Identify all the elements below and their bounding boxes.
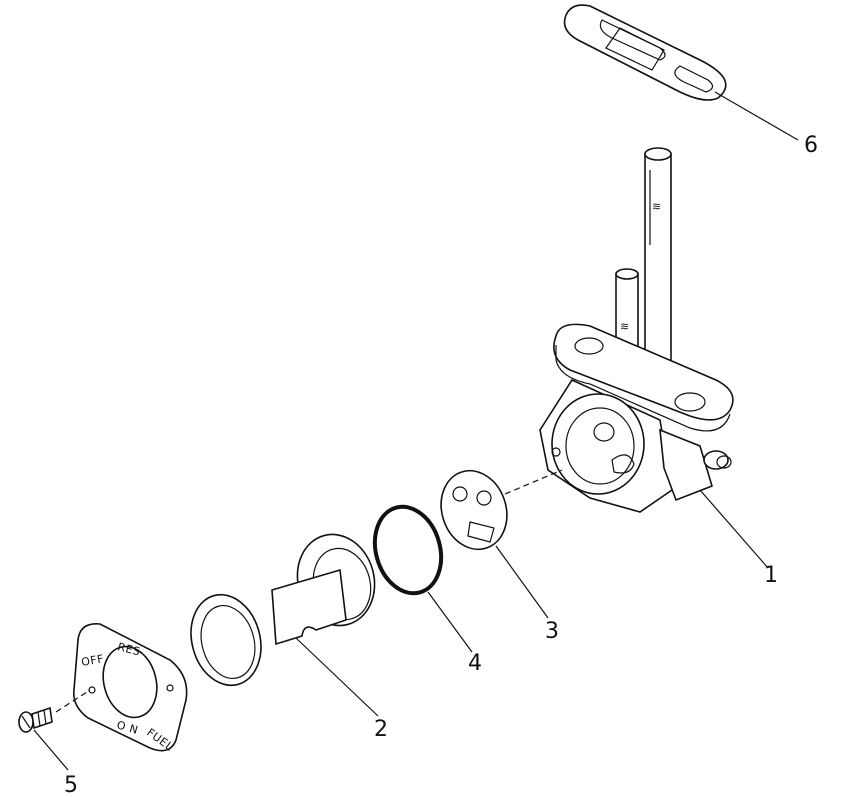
part-5-screw [18,706,53,733]
callout-3: 3 [545,619,559,644]
part-6-gasket [563,4,727,101]
leader-lines [33,91,799,771]
callout-6: 6 [804,133,818,158]
callout-5: 5 [64,773,78,793]
callout-1: 1 [764,563,778,588]
svg-text:≋: ≋ [620,320,630,333]
assembly-axis [55,469,563,713]
part-seal-ring [190,593,262,687]
plate-on-label: O N [115,718,140,737]
callout-4: 4 [468,651,482,676]
part-indicator-plate: RES OFF O N FUEL [72,623,188,754]
part-3-packing [440,469,508,551]
part-1-fuel-cock-body: ≋ ≋ [539,147,734,513]
callout-2: 2 [374,717,388,742]
svg-text:≋: ≋ [652,200,662,213]
part-2-valve [271,533,376,646]
part-4-o-ring [372,504,444,596]
plate-res-label: RES [116,640,142,658]
plate-off-label: OFF [80,652,105,669]
callouts: 6 1 2 3 4 5 [64,133,818,797]
